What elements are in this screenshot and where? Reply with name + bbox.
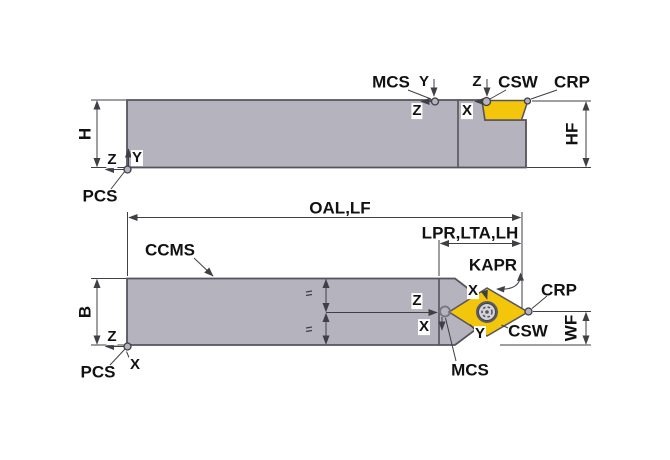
mcs-leader-plan <box>445 317 457 362</box>
csw-label-side: CSW <box>498 72 538 92</box>
crp-label-plan: CRP <box>541 280 577 300</box>
kapr-label: KAPR <box>468 255 518 275</box>
holder-shank-plan-view <box>126 277 501 346</box>
kapr-angle-arc <box>496 273 522 290</box>
x-axis-label-plan-mcs: X <box>417 318 431 336</box>
mcs-label-plan: MCS <box>451 360 489 380</box>
h-dimension-label: H <box>75 127 95 141</box>
mcs-leader-side <box>407 89 432 100</box>
side-view <box>91 79 591 190</box>
csw-point-side <box>481 96 492 107</box>
wf-dimension-label: WF <box>561 314 581 342</box>
crp-label-side: CRP <box>554 72 590 92</box>
crp-leader-plan <box>531 295 548 309</box>
z-axis-label-side-mcs: Z <box>411 102 423 120</box>
x-axis-tick-plan-pcs <box>126 351 130 358</box>
y-axis-tick-plan-insert <box>469 324 475 330</box>
y-axis-label-side-mcs: Y <box>417 73 431 91</box>
z-axis-label-plan-pcs: Z <box>106 328 118 346</box>
mcs-point-side <box>430 97 440 106</box>
oal-dimension-label: OAL,LF <box>309 198 371 218</box>
hf-dimension-label: HF <box>562 122 582 146</box>
crp-point-side <box>523 97 532 105</box>
x-axis-label-plan-insert: X <box>466 282 480 300</box>
kapr-arc-arrowhead <box>517 272 524 281</box>
kapr-arc-arrowhead <box>496 286 505 293</box>
pcs-label-plan: PCS <box>80 362 116 382</box>
csw-leader-side <box>489 89 507 100</box>
pcs-point-side <box>123 165 132 174</box>
insert-side-view <box>481 99 530 121</box>
crp-point-plan <box>524 307 533 316</box>
x-axis-label-plan-pcs: X <box>128 356 142 374</box>
pcs-point-plan <box>123 342 132 351</box>
y-axis-label-side-pcs: Y <box>130 149 144 167</box>
crp-leader-side <box>530 89 558 100</box>
mcs-point-plan <box>439 305 451 318</box>
mcs-label-side: MCS <box>372 72 410 92</box>
lpr-dimension-label: LPR,LTA,LH <box>421 223 519 243</box>
x-axis-label-side-insert: X <box>460 102 474 120</box>
z-axis-label-plan-mcs: Z <box>411 292 423 310</box>
csw-leader-plan <box>501 324 509 329</box>
plan-view <box>91 212 591 366</box>
equal-marks <box>305 290 313 333</box>
pcs-leader-side <box>110 170 126 190</box>
x-axis-arrow-plan-insert <box>480 289 488 300</box>
csw-label-plan: CSW <box>508 321 548 341</box>
b-dimension-label: B <box>75 305 95 319</box>
z-axis-label-side-insert: Z <box>471 73 483 91</box>
y-axis-label-plan-insert: Y <box>473 325 487 343</box>
ccms-leader <box>193 257 214 277</box>
clamp-screw <box>476 301 498 323</box>
z-axis-label-side-pcs: Z <box>106 151 118 169</box>
pcs-label-side: PCS <box>82 186 118 206</box>
ccms-label: CCMS <box>144 240 196 260</box>
pcs-leader-plan <box>109 348 126 366</box>
